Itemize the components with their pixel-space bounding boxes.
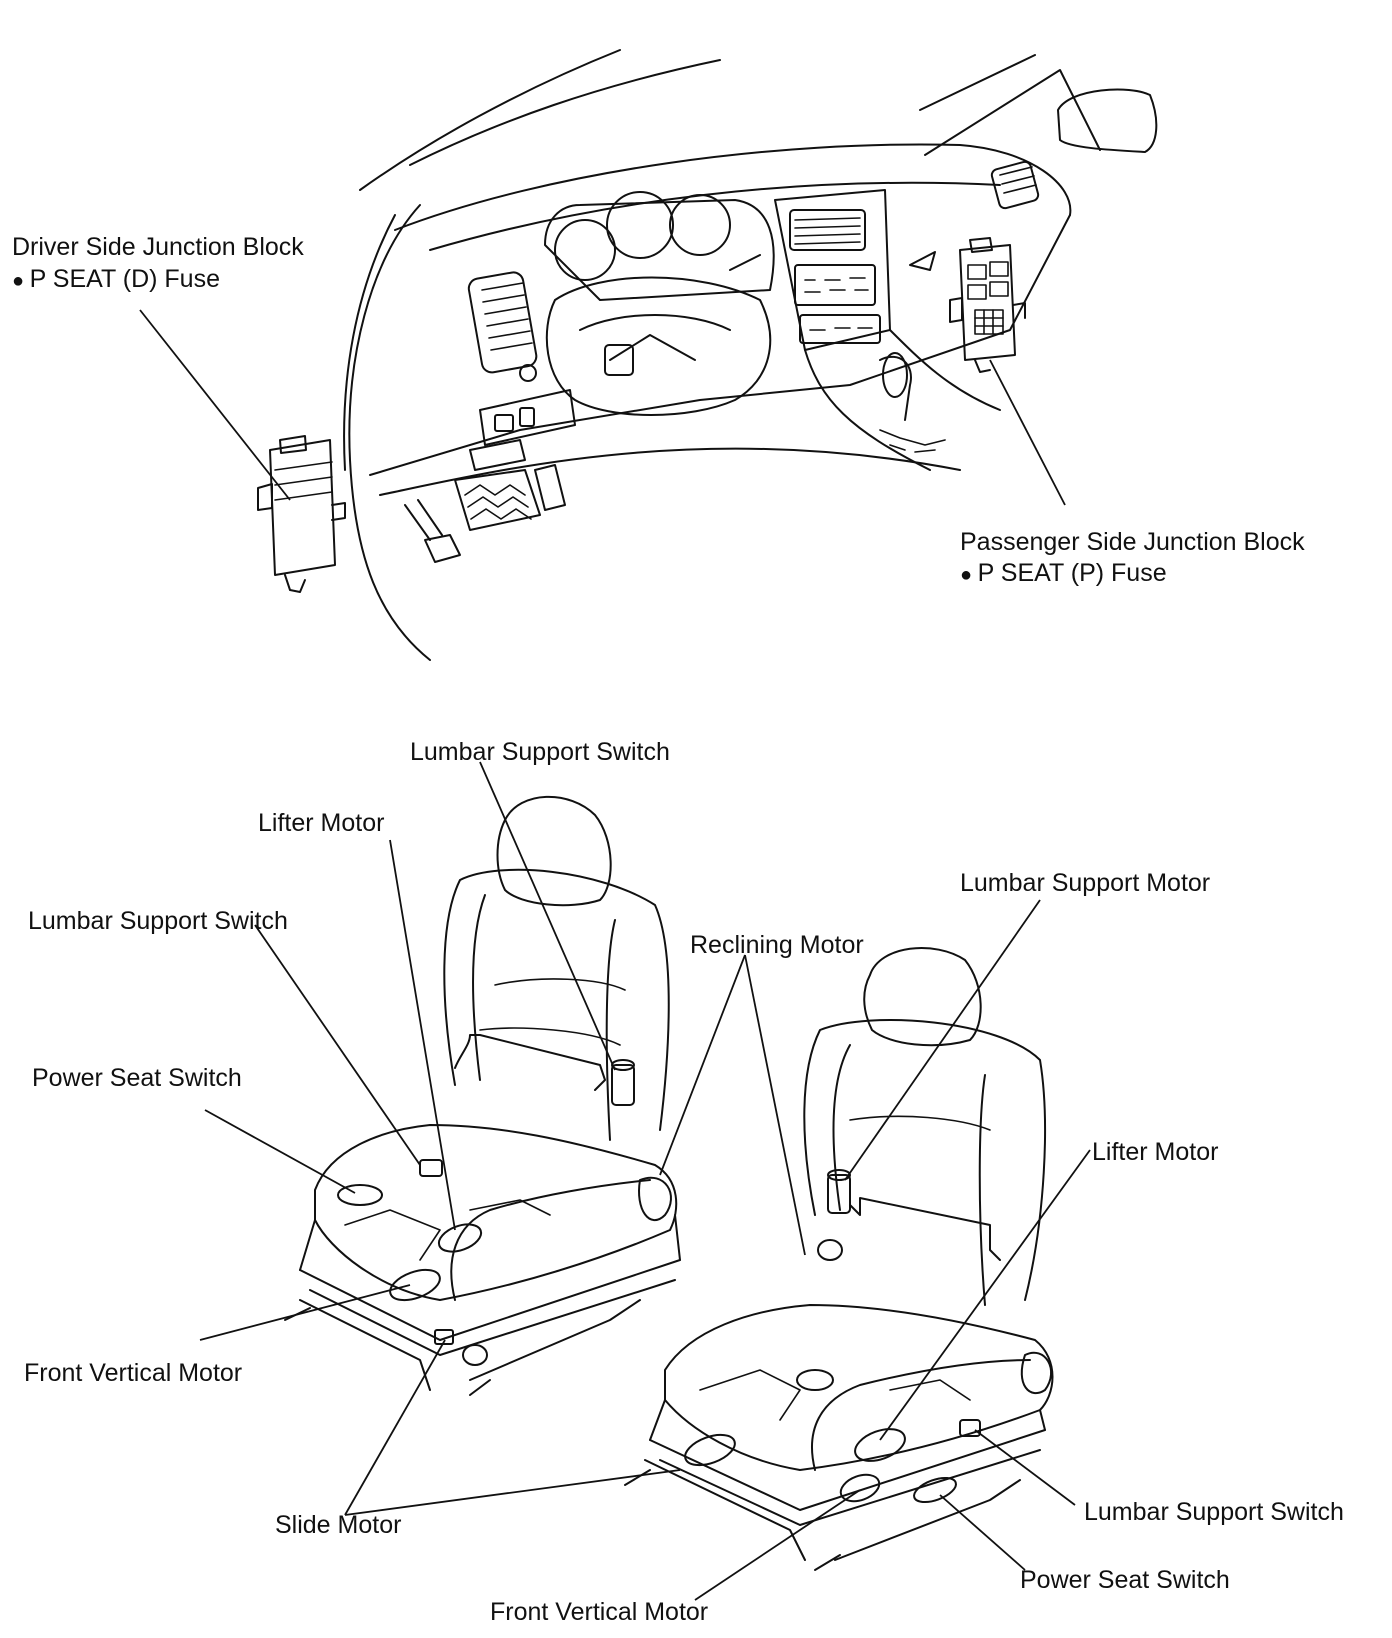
left-seat-illustration (284, 795, 681, 1396)
leader-lumbar-switch-right (974, 1429, 1076, 1506)
leader-lumbar-switch-left (254, 924, 421, 1166)
dashboard-illustration (139, 49, 1158, 661)
reclining-motor-label: Reclining Motor (690, 931, 864, 959)
lumbar-support-switch-right-label: Lumbar Support Switch (1084, 1498, 1344, 1526)
slide-motor-label: Slide Motor (275, 1511, 402, 1539)
driver-junction-block-drawing (257, 435, 346, 593)
leader-lines (199, 761, 1091, 1601)
power-seat-switch-left-label: Power Seat Switch (32, 1064, 242, 1092)
leader-lumbar-switch-top (479, 761, 616, 1071)
lifter-motor-right-label: Lifter Motor (1092, 1138, 1219, 1166)
leader-reclining-motor-b (744, 954, 806, 1256)
driver-fuse-label: P SEAT (D) Fuse (12, 264, 220, 297)
passenger-junction-block-label: Passenger Side Junction Block (960, 528, 1305, 556)
front-vertical-motor-left-label: Front Vertical Motor (24, 1359, 243, 1387)
leader-front-vertical-left (199, 1284, 411, 1341)
driver-junction-block-label: Driver Side Junction Block (12, 233, 304, 261)
lumbar-support-switch-left-label: Lumbar Support Switch (28, 907, 288, 935)
front-vertical-motor-bottom-label: Front Vertical Motor (490, 1598, 709, 1626)
leader-lifter-motor-left (389, 839, 456, 1231)
leader-front-vertical-bottom (694, 1489, 861, 1601)
leader-lumbar-motor (844, 899, 1041, 1181)
leader-power-switch-right (939, 1494, 1026, 1571)
leader-slide-motor-a (344, 1339, 446, 1516)
leader-reclining-motor-a (659, 954, 746, 1176)
right-seat-illustration (624, 947, 1054, 1571)
leader-driver-jb (139, 309, 291, 501)
lumbar-support-switch-top-label: Lumbar Support Switch (410, 738, 670, 766)
leader-slide-motor-b (344, 1469, 681, 1516)
power-seat-switch-right-label: Power Seat Switch (1020, 1566, 1230, 1594)
leader-passenger-jb (989, 359, 1066, 506)
leader-lifter-motor-right (879, 1149, 1091, 1441)
lumbar-support-motor-label: Lumbar Support Motor (960, 869, 1211, 897)
leader-power-switch-left (204, 1109, 356, 1194)
passenger-fuse-label: P SEAT (P) Fuse (960, 558, 1167, 591)
lifter-motor-left-label: Lifter Motor (258, 809, 385, 837)
passenger-junction-block-drawing (949, 237, 1026, 373)
